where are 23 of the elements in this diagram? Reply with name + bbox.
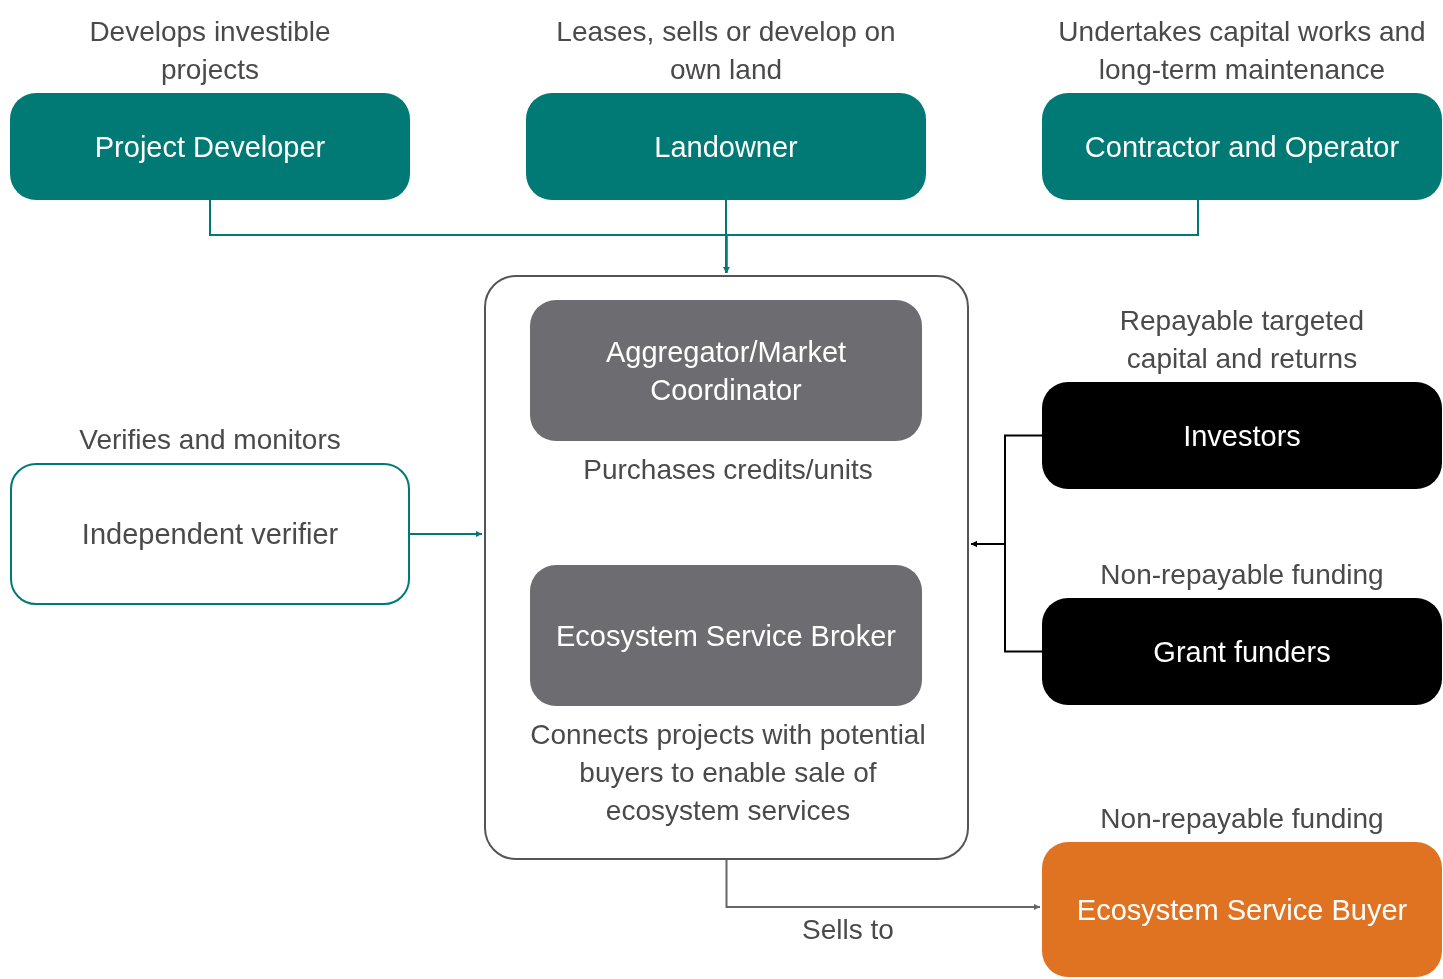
group-frame	[484, 275, 969, 860]
connector-arrow	[725, 859, 1041, 912]
connector-arrow	[409, 529, 483, 539]
annotation-text: Connects projects with potential buyers to enable sale of ecosystem services	[529, 718, 927, 828]
role-box: Contractor and Operator	[1042, 93, 1442, 200]
connector-arrow	[721, 199, 1199, 274]
annotation-text: Repayable targeted capital and returns	[1118, 304, 1366, 376]
role-box: Ecosystem Service Buyer	[1042, 842, 1442, 977]
annotation-text: Leases, sells or develop on own land	[555, 15, 897, 87]
annotation-text: Purchases credits/units	[583, 453, 873, 487]
role-box: Grant funders	[1042, 598, 1442, 705]
annotation-text: Non-repayable funding	[1100, 558, 1384, 592]
role-box: Project Developer	[10, 93, 410, 200]
annotation-text: Undertakes capital works and long-term maintenance	[1057, 15, 1427, 87]
annotation-text: Verifies and monitors	[79, 423, 341, 457]
annotation-text: Non-repayable funding	[1100, 802, 1384, 836]
role-box: Ecosystem Service Broker	[530, 565, 922, 706]
role-box: Landowner	[526, 93, 926, 200]
role-box: Aggregator/Market Coordinator	[530, 300, 922, 441]
role-box: Independent verifier	[10, 463, 410, 605]
connector-arrow	[970, 539, 1043, 653]
annotation-text: Develops investible projects	[88, 15, 332, 87]
role-box: Investors	[1042, 382, 1442, 489]
